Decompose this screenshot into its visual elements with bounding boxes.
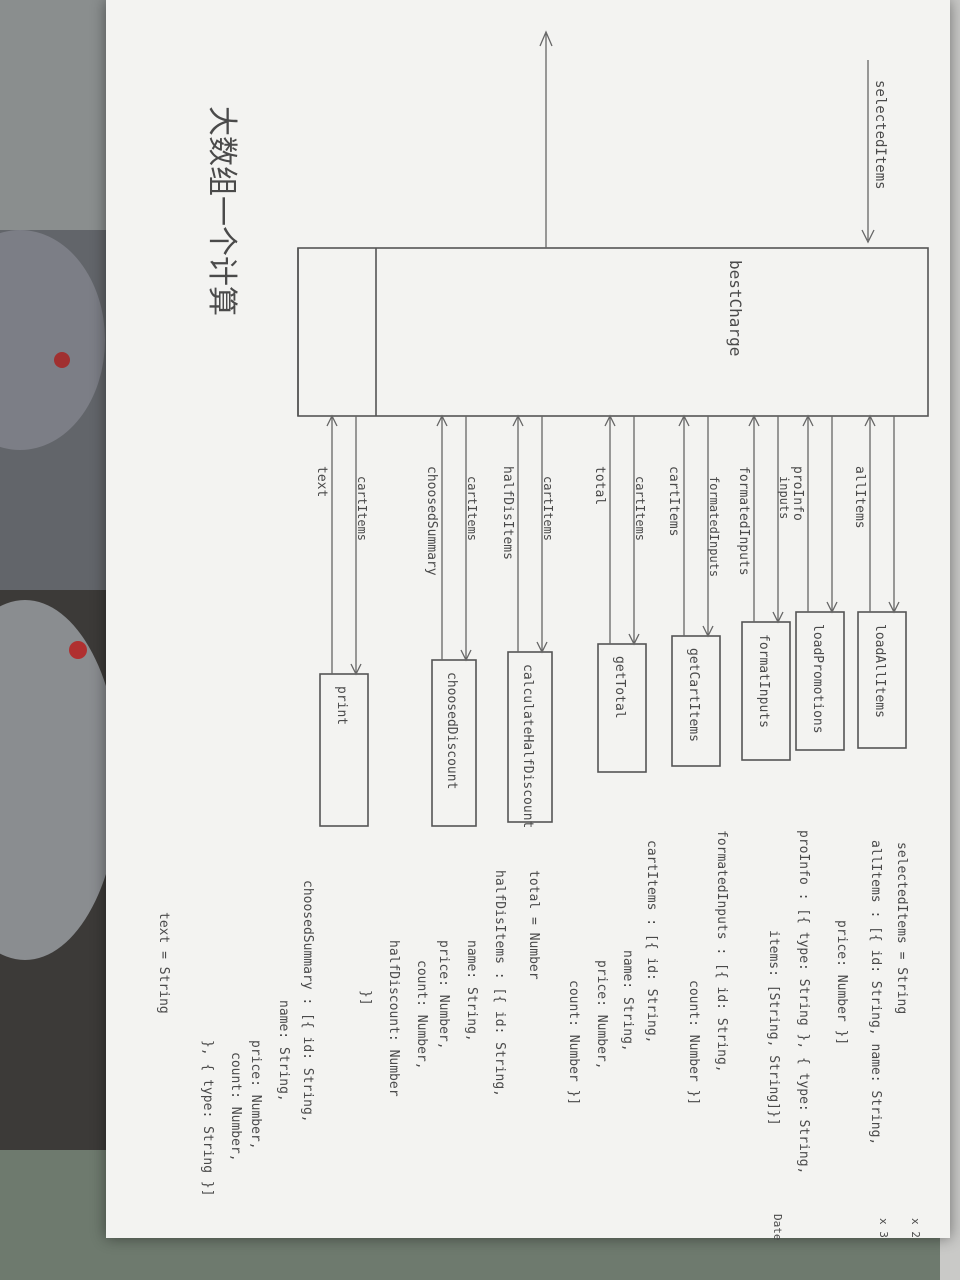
print-box-label: print xyxy=(334,686,349,725)
function-get-total: getTotal total cartItems xyxy=(592,414,647,773)
definitions-layer: selectedItems = String allItems : [{ id: … xyxy=(156,830,909,1197)
definition-line: }, { type: String }] xyxy=(200,1040,215,1197)
calculate-half-discount-call-arrowhead xyxy=(536,641,548,654)
print-input-label: cartItems xyxy=(355,476,369,541)
definition-line: count: Number, xyxy=(414,960,429,1070)
get-total-input-label: cartItems xyxy=(633,476,647,541)
load-promotions-box xyxy=(795,611,845,751)
definition-line: selectedItems = String xyxy=(894,842,909,1014)
get-total-box-label: getTotal xyxy=(612,656,627,719)
get-cart-items-input-label: formatedInputs xyxy=(707,476,721,577)
print-output-label: text xyxy=(314,466,329,497)
desk-surface xyxy=(0,0,110,230)
get-total-call-arrowhead xyxy=(628,633,640,646)
input-arrow xyxy=(861,60,875,244)
chair-cushion-top xyxy=(0,230,105,450)
definition-line: proInfo : [{ type: String }, { type: Str… xyxy=(796,830,811,1174)
get-cart-items-box-label: getCartItems xyxy=(686,648,701,742)
choosed-discount-box-label: choosedDiscount xyxy=(444,672,459,789)
function-load-all-items: loadAllItems allItems xyxy=(852,414,907,749)
print-return-arrowhead xyxy=(326,414,338,427)
definition-line: price: Number, xyxy=(436,940,451,1050)
load-promotions-return-arrowhead xyxy=(802,414,814,427)
definition-line: }] xyxy=(358,990,373,1006)
choosed-discount-input-label: cartItems xyxy=(465,476,479,541)
red-button-2 xyxy=(54,352,70,368)
get-cart-items-return-arrowhead xyxy=(678,414,690,427)
format-inputs-output-label: formatedInputs xyxy=(736,466,751,576)
main-box-label: bestCharge xyxy=(726,260,745,356)
definition-line: price: Number }] xyxy=(834,920,849,1045)
definition-line: price: Number, xyxy=(248,1040,263,1150)
function-get-cart-items: getCartItems cartItems formatedInputs xyxy=(666,414,721,767)
paper-sheet xyxy=(106,0,950,1238)
load-promotions-box-label: loadPromotions xyxy=(810,624,825,734)
function-format-inputs: formatInputs formatedInputs inputs xyxy=(736,414,791,761)
function-layer: loadAllItems allItems loadPromotions proInf… xyxy=(314,414,907,828)
calculate-half-discount-return-arrowhead xyxy=(512,414,524,427)
edge-note-date: Date xyxy=(771,1214,784,1241)
definition-line: text = String xyxy=(156,912,171,1014)
choosed-discount-box xyxy=(431,659,477,827)
load-all-items-output-label: allItems xyxy=(852,466,867,529)
definition-line: formatedInputs : [{ id: String, xyxy=(714,830,729,1073)
choosed-discount-output-label: choosedSummary xyxy=(424,466,439,576)
calculate-half-discount-box xyxy=(507,651,553,823)
output-arrow xyxy=(539,30,553,248)
edge-note-x2: x 2 xyxy=(909,1218,922,1238)
definition-line: choosedSummary : [{ id: String, xyxy=(300,880,315,1123)
definition-line: count: Number, xyxy=(228,1052,243,1162)
definition-line: cartItems : [{ id: String, xyxy=(644,840,659,1044)
definition-line: name: String, xyxy=(620,950,635,1052)
definition-line: halfDiscount: Number xyxy=(386,940,401,1097)
get-cart-items-call-arrowhead xyxy=(702,625,714,638)
format-inputs-box-label: formatInputs xyxy=(756,634,771,728)
red-button xyxy=(69,641,87,659)
get-cart-items-output-label: cartItems xyxy=(666,466,681,536)
input-label: selectedItems xyxy=(872,80,888,190)
print-call-arrowhead xyxy=(350,663,362,676)
choosed-discount-return-arrowhead xyxy=(436,414,448,427)
edge-note-x3: x 3 xyxy=(877,1218,890,1238)
format-inputs-call-arrowhead xyxy=(772,611,784,624)
definition-line: items: [String, String]}] xyxy=(766,930,781,1126)
definition-line: price: Number, xyxy=(594,960,609,1070)
definition-line: allItems : [{ id: String, name: String, xyxy=(868,840,883,1145)
calculate-half-discount-output-label: halfDisItems xyxy=(500,466,515,560)
get-cart-items-box xyxy=(671,635,721,767)
function-choosed-discount: choosedDiscount choosedSummary cartItems xyxy=(424,414,479,827)
load-all-items-return-arrowhead xyxy=(864,414,876,427)
function-calculate-half-discount: calculateHalfDiscount halfDisItems cartIte… xyxy=(500,414,555,828)
get-total-return-arrowhead xyxy=(604,414,616,427)
calculate-half-discount-input-label: cartItems xyxy=(541,476,555,541)
function-load-promotions: loadPromotions proInfo xyxy=(790,414,845,751)
calculate-half-discount-box-label: calculateHalfDiscount xyxy=(520,664,535,828)
definition-line: name: String, xyxy=(276,1000,291,1102)
function-print: print text cartItems xyxy=(314,414,369,827)
get-total-output-label: total xyxy=(592,466,607,505)
load-all-items-call-arrowhead xyxy=(888,601,900,614)
load-promotions-output-label: proInfo xyxy=(790,466,805,521)
definition-line: count: Number }] xyxy=(686,980,701,1105)
definition-line: halfDisItems : [{ id: String, xyxy=(492,870,507,1097)
get-total-box xyxy=(597,643,647,773)
diagram-title: 大数组一个计算 xyxy=(204,106,239,316)
main-box xyxy=(297,247,929,417)
definition-line: count: Number }] xyxy=(566,980,581,1105)
format-inputs-input-label: inputs xyxy=(777,476,791,519)
load-promotions-call-arrowhead xyxy=(826,601,838,614)
format-inputs-return-arrowhead xyxy=(748,414,760,427)
load-all-items-box xyxy=(857,611,907,749)
chair-cushion-bottom xyxy=(0,600,120,960)
definition-line: name: String, xyxy=(464,940,479,1042)
load-all-items-box-label: loadAllItems xyxy=(872,624,887,718)
definition-line: total = Number xyxy=(526,870,541,980)
format-inputs-box xyxy=(741,621,791,761)
print-box xyxy=(319,673,369,827)
choosed-discount-call-arrowhead xyxy=(460,649,472,662)
